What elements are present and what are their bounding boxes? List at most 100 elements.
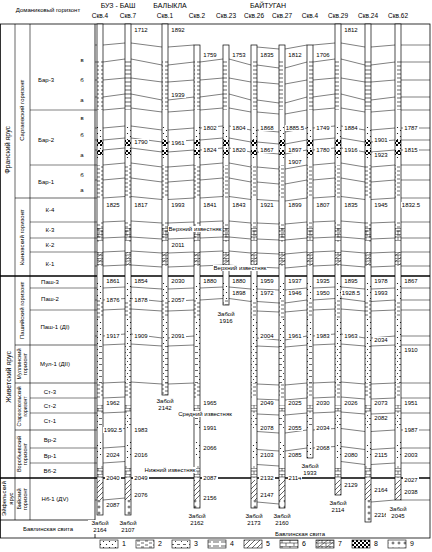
depth-value: 1992.5 <box>103 427 123 434</box>
correlation-line <box>103 108 125 110</box>
stratigraphic-unit: Паш-1 (ДI) <box>39 324 70 331</box>
correlation-line <box>200 59 223 62</box>
depth-value: 2132 <box>259 475 274 482</box>
correlation-line <box>257 465 279 467</box>
correlation-line <box>401 266 430 267</box>
correlation-line <box>168 198 194 200</box>
stratigraphic-unit: Ст-2 <box>43 403 57 410</box>
lithology-fill <box>251 300 257 318</box>
depth-value: 1898 <box>231 290 246 297</box>
well-name: Скв.1 <box>156 12 174 19</box>
lithology-fill <box>223 300 229 305</box>
depth-value: 1867 <box>403 278 418 285</box>
well-column <box>125 24 131 515</box>
stratigraphic-unit: Эйфельский ярус <box>1 479 14 519</box>
correlation-line <box>285 45 307 49</box>
correlation-line <box>103 78 125 80</box>
correlation-line <box>103 221 125 222</box>
correlation-line <box>313 138 335 140</box>
correlation-line <box>200 178 223 180</box>
lithology-fill <box>365 405 371 413</box>
depth-value: 2025 <box>287 400 302 407</box>
correlation-line <box>341 309 365 311</box>
depth-value: 1790 <box>133 139 148 146</box>
depth-value: 2049 <box>133 475 148 482</box>
lithology-fill <box>395 405 401 413</box>
depth-value: 1910 <box>403 347 418 354</box>
rule-line <box>30 110 95 111</box>
depth-value: 1880 <box>231 278 246 285</box>
lithology-fill <box>365 150 371 155</box>
correlation-line <box>285 198 307 201</box>
lithology-fill <box>365 318 371 345</box>
correlation-line <box>371 128 395 130</box>
lithology-fill <box>251 228 257 242</box>
correlation-line <box>103 94 125 97</box>
rule-line <box>30 165 95 166</box>
correlation-line <box>341 43 365 47</box>
correlation-line <box>168 252 194 253</box>
correlation-line <box>229 163 251 167</box>
lithology-fill <box>307 318 313 345</box>
depth-value: 1832.5 <box>401 202 421 209</box>
correlation-line <box>131 287 162 289</box>
area-name: БАЛЫКЛА <box>152 2 187 10</box>
well-outline <box>97 24 103 515</box>
correlation-line <box>103 126 125 128</box>
layer-note: Бавлинская свита <box>274 531 326 538</box>
correlation-line <box>341 94 365 100</box>
depth-value: 1950 <box>315 290 330 297</box>
correlation-line <box>200 237 223 238</box>
lithology-fill <box>223 165 229 198</box>
lithology-fill <box>279 413 285 430</box>
lithology-fill <box>395 413 401 430</box>
depth-value: 1983 <box>133 427 148 434</box>
depth-value: 2080 <box>343 452 358 459</box>
depth-value: 1901 <box>373 137 388 144</box>
correlation-line <box>401 463 430 464</box>
correlation-line <box>200 108 223 110</box>
well-column <box>279 45 285 508</box>
lithology-fill <box>223 140 229 146</box>
correlation-line <box>103 138 125 140</box>
depth-value: 1804 <box>231 125 246 132</box>
depth-value: 1815 <box>403 147 418 154</box>
depth-value: 1909 <box>133 333 148 340</box>
stratigraphic-unit: в <box>79 115 84 122</box>
correlation-line <box>401 222 430 223</box>
lithology-fill <box>335 405 341 413</box>
correlation-line <box>313 237 335 238</box>
lithology-fill <box>365 300 371 318</box>
lithology-fill <box>97 150 103 155</box>
lithology-fill <box>279 140 285 146</box>
lithology-fill <box>194 383 200 398</box>
well-bottom: Забой 2107 <box>116 520 140 533</box>
depth-value: 1835 <box>343 202 358 209</box>
stratigraphic-unit: в <box>79 57 84 64</box>
legend-swatch <box>316 540 334 548</box>
correlation-line <box>341 138 365 142</box>
lithology-fill <box>307 383 313 398</box>
stratigraphic-unit: Нб-1 (ДV) <box>41 496 70 503</box>
lithology-fill <box>365 165 371 198</box>
correlation-line <box>131 126 162 130</box>
correlation-line <box>313 251 335 252</box>
stratigraphic-unit: б <box>79 172 84 179</box>
lithology-fill <box>307 150 313 155</box>
rule-line <box>30 222 95 223</box>
correlation-line <box>401 62 430 63</box>
stratigraphic-unit: Франский ярус <box>4 30 12 270</box>
stratigraphic-unit: Бар-1 <box>37 179 55 186</box>
lithology-fill <box>125 480 131 500</box>
depth-value: 1867 <box>259 147 274 154</box>
lithology-fill <box>365 228 371 242</box>
well-name: Скв.2 <box>188 12 206 19</box>
correlation-line <box>313 197 335 199</box>
correlation-line <box>229 138 251 142</box>
lithology-fill <box>251 405 257 413</box>
correlation-line <box>285 180 307 184</box>
stratigraphic-unit: Ст-3 <box>43 389 57 396</box>
lithology-fill <box>125 466 131 478</box>
rule-line <box>30 310 95 311</box>
lithology-fill <box>279 252 285 266</box>
